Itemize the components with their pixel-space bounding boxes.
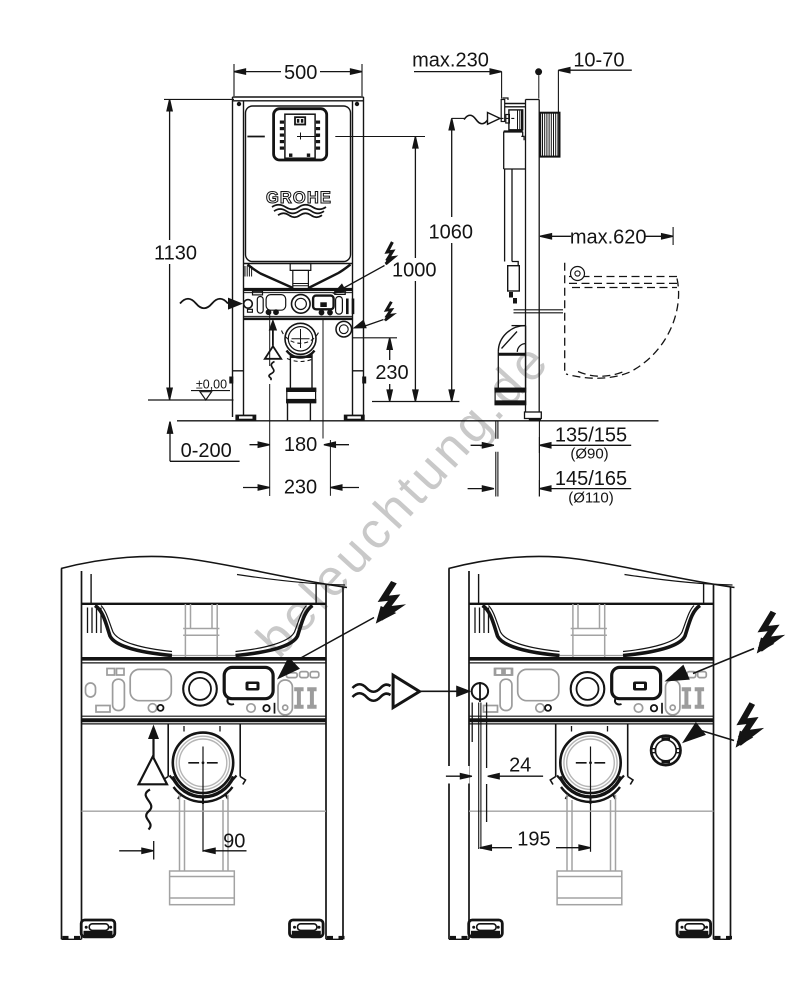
svg-text:GROHE: GROHE bbox=[266, 189, 332, 207]
svg-text:24: 24 bbox=[509, 755, 531, 777]
svg-text:135/155: 135/155 bbox=[555, 424, 627, 446]
svg-text:1000: 1000 bbox=[392, 260, 437, 282]
svg-text:10-70: 10-70 bbox=[573, 50, 624, 72]
svg-text:230: 230 bbox=[375, 362, 408, 384]
svg-text:(Ø90): (Ø90) bbox=[570, 445, 608, 462]
svg-text:1060: 1060 bbox=[429, 222, 474, 244]
svg-text:±0,00: ±0,00 bbox=[196, 378, 227, 392]
svg-text:500: 500 bbox=[284, 62, 317, 84]
svg-text:180: 180 bbox=[284, 434, 317, 456]
svg-text:0-200: 0-200 bbox=[181, 440, 232, 462]
svg-text:(Ø110): (Ø110) bbox=[568, 489, 614, 506]
svg-text:1130: 1130 bbox=[154, 243, 197, 265]
svg-text:90: 90 bbox=[223, 831, 245, 853]
svg-text:195: 195 bbox=[517, 829, 550, 851]
svg-text:max.230: max.230 bbox=[412, 50, 489, 72]
svg-text:230: 230 bbox=[284, 477, 317, 499]
svg-text:max.620: max.620 bbox=[570, 227, 647, 249]
svg-text:145/165: 145/165 bbox=[555, 468, 627, 490]
